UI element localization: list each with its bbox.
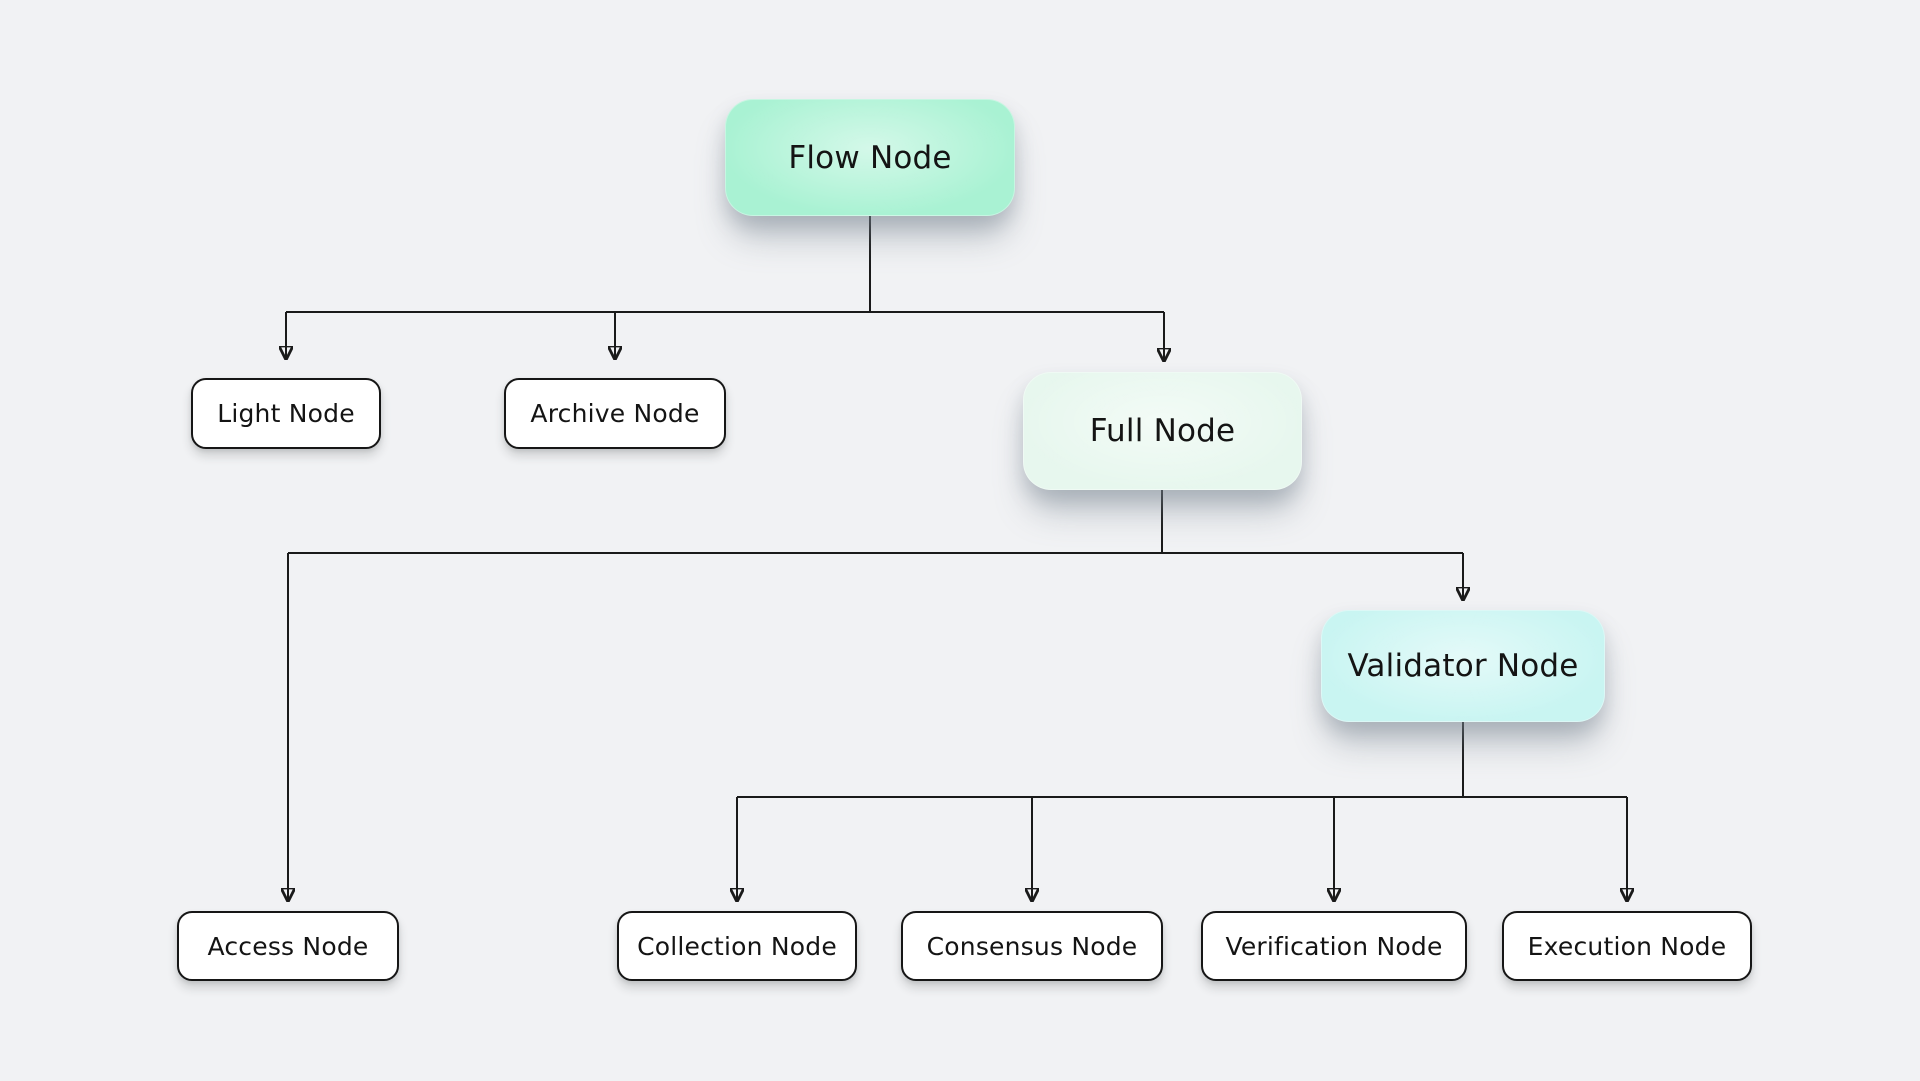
node-validator: Validator Node [1321, 610, 1605, 722]
node-light-label: Light Node [217, 399, 355, 428]
node-access-label: Access Node [207, 931, 369, 961]
node-archive: Archive Node [504, 378, 726, 449]
node-full: Full Node [1023, 372, 1302, 490]
node-collection: Collection Node [617, 911, 857, 981]
node-verification-label: Verification Node [1225, 931, 1443, 961]
node-flow: Flow Node [725, 99, 1015, 216]
node-collection-label: Collection Node [637, 931, 837, 961]
node-verification: Verification Node [1201, 911, 1467, 981]
node-flow-label: Flow Node [788, 139, 952, 176]
node-execution: Execution Node [1502, 911, 1752, 981]
node-archive-label: Archive Node [530, 399, 700, 428]
node-execution-label: Execution Node [1527, 931, 1727, 961]
node-validator-label: Validator Node [1347, 648, 1579, 684]
node-consensus-label: Consensus Node [926, 931, 1138, 961]
node-light: Light Node [191, 378, 381, 449]
node-access: Access Node [177, 911, 399, 981]
node-full-label: Full Node [1089, 413, 1236, 449]
node-consensus: Consensus Node [901, 911, 1163, 981]
